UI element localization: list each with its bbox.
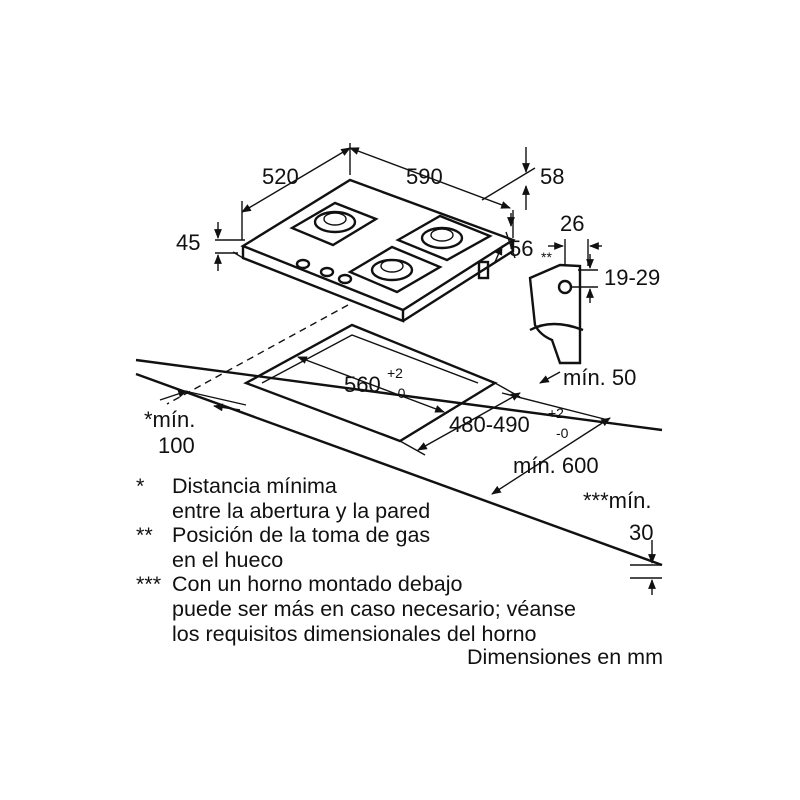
label-19-29: 19-29: [604, 265, 660, 290]
dim-line-600: [491, 417, 611, 495]
label-26: 26: [560, 211, 584, 236]
burner-right: [395, 214, 493, 262]
label-560-minus: -0: [393, 385, 406, 401]
label-min-30-line1: ***mín.: [583, 488, 651, 513]
dim-line-58: [481, 167, 536, 201]
dim-line-520: [241, 147, 351, 213]
footnote-2-text: Posición de la toma de gas en el hueco: [172, 523, 431, 572]
gas-connector: [477, 260, 490, 280]
footnote-2: ** Posición de la toma de gas en el huec…: [136, 523, 666, 572]
control-knobs: [295, 258, 353, 285]
dim-line-590: [349, 147, 511, 209]
label-480-490-minus: -0: [556, 425, 569, 441]
label-gas-marker: **: [541, 249, 552, 265]
hob-front-edge: [241, 246, 405, 323]
footnote-3: *** Con un horno montado debajo puede se…: [136, 572, 666, 646]
footnote-1-mark: *: [136, 474, 145, 498]
label-min-30-line2: 30: [629, 520, 653, 545]
footnote-1: * Distancia mínima entre la abertura y l…: [136, 474, 666, 523]
gas-inlet-detail: [494, 213, 602, 365]
label-480-490: 480-490: [449, 412, 530, 437]
label-56: 56: [509, 236, 533, 261]
units-label: Dimensiones en mm: [467, 645, 663, 669]
label-min-600: mín. 600: [513, 453, 599, 478]
footnote-2-mark: **: [136, 523, 153, 548]
footnote-1-text: Distancia mínima entre la abertura y la …: [172, 474, 431, 523]
hob-drawing: [232, 178, 516, 323]
label-520: 520: [262, 164, 299, 189]
label-560-plus: +2: [387, 365, 403, 381]
dim-line-480-490: [417, 392, 521, 451]
hob-dimension-lines: [214, 143, 536, 271]
footnotes: * Distancia mínima entre la abertura y l…: [136, 474, 666, 646]
label-min-100-line1: *mín.: [144, 407, 195, 432]
label-min-100-line2: 100: [158, 433, 195, 458]
worktop-drawing: [135, 304, 663, 595]
worktop-front-edge: [135, 372, 663, 567]
label-560: 560: [344, 372, 381, 397]
label-590: 590: [406, 164, 443, 189]
cutout-projection-line: [166, 304, 349, 405]
hob-side-edge: [402, 240, 515, 323]
label-min-50: mín. 50: [563, 365, 636, 390]
footnote-3-mark: ***: [136, 572, 162, 597]
footnote-3-text: Con un horno montado debajo puede ser má…: [172, 572, 576, 646]
label-480-490-plus: +2: [548, 405, 564, 421]
burner-front: [347, 245, 443, 294]
label-58: 58: [540, 164, 564, 189]
label-45: 45: [176, 230, 200, 255]
